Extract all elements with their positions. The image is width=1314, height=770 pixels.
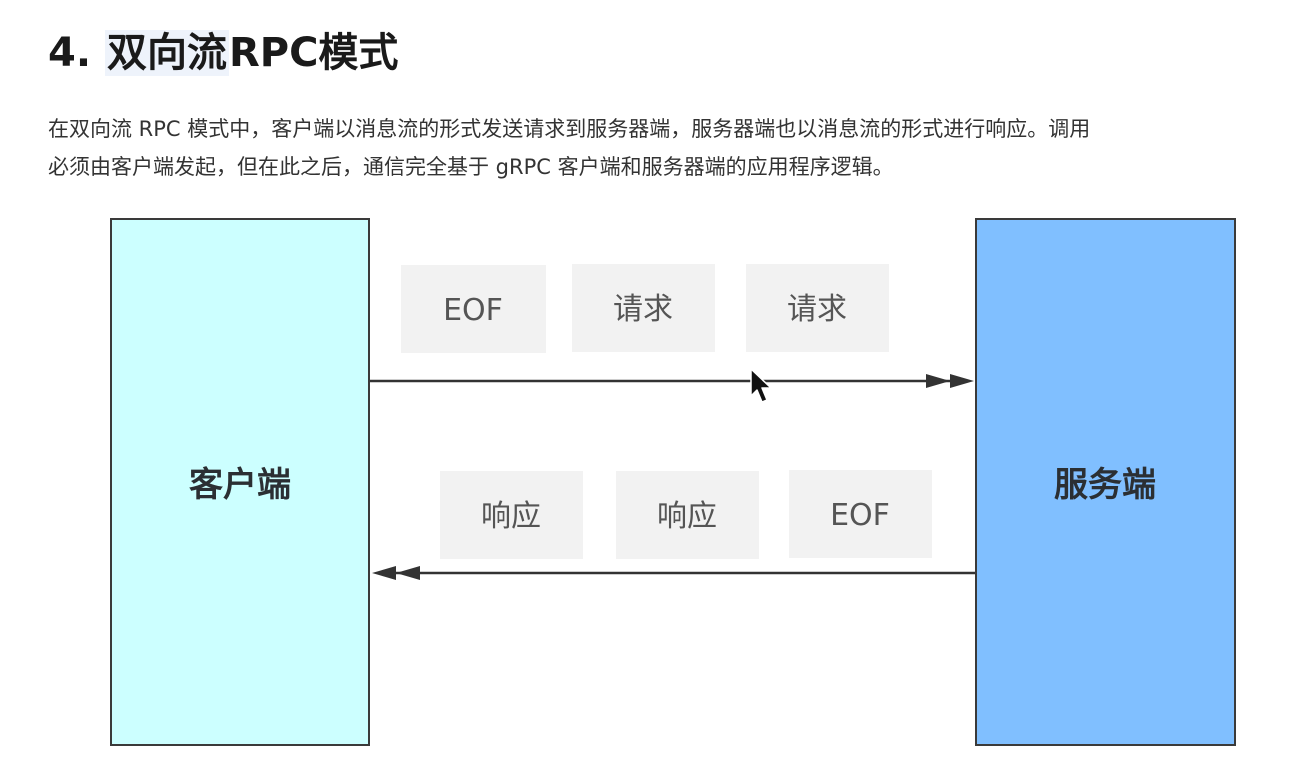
request-message-box [746, 264, 889, 352]
response-message-box [440, 471, 583, 559]
paragraph-line-2: 必须由客户端发起，但在此之后，通信完全基于 gRPC 客户端和服务器端的应用程序… [48, 155, 894, 179]
request-arrowhead [926, 374, 950, 388]
response-arrowhead [372, 566, 396, 580]
request-message-label: 请求 [787, 292, 847, 327]
client-box [110, 218, 370, 746]
request-message-label: EOF [443, 293, 503, 328]
page-title: 4. 双向流RPC模式 [48, 22, 398, 84]
request-message-label: 请求 [613, 292, 673, 327]
client-label: 客户端 [189, 465, 291, 505]
request-arrowhead [950, 374, 974, 388]
response-message-box [616, 471, 759, 559]
description-paragraph: 在双向流 RPC 模式中，客户端以消息流的形式发送请求到服务器端，服务器端也以消… [48, 110, 1298, 186]
server-label: 服务端 [1054, 465, 1156, 505]
response-message-label: 响应 [657, 499, 717, 534]
server-box [975, 218, 1236, 746]
response-message-label: 响应 [481, 499, 541, 534]
request-message-box [572, 264, 715, 352]
paragraph-line-1: 在双向流 RPC 模式中，客户端以消息流的形式发送请求到服务器端，服务器端也以消… [48, 117, 1091, 141]
heading-highlight: 双向流 [104, 30, 229, 76]
heading-rest: RPC模式 [228, 30, 399, 76]
response-arrowhead [396, 566, 420, 580]
request-message-box [401, 265, 546, 353]
response-message-box [789, 470, 932, 558]
mouse-cursor-icon [750, 368, 772, 403]
response-message-label: EOF [830, 498, 890, 533]
heading-number: 4. [48, 30, 105, 76]
